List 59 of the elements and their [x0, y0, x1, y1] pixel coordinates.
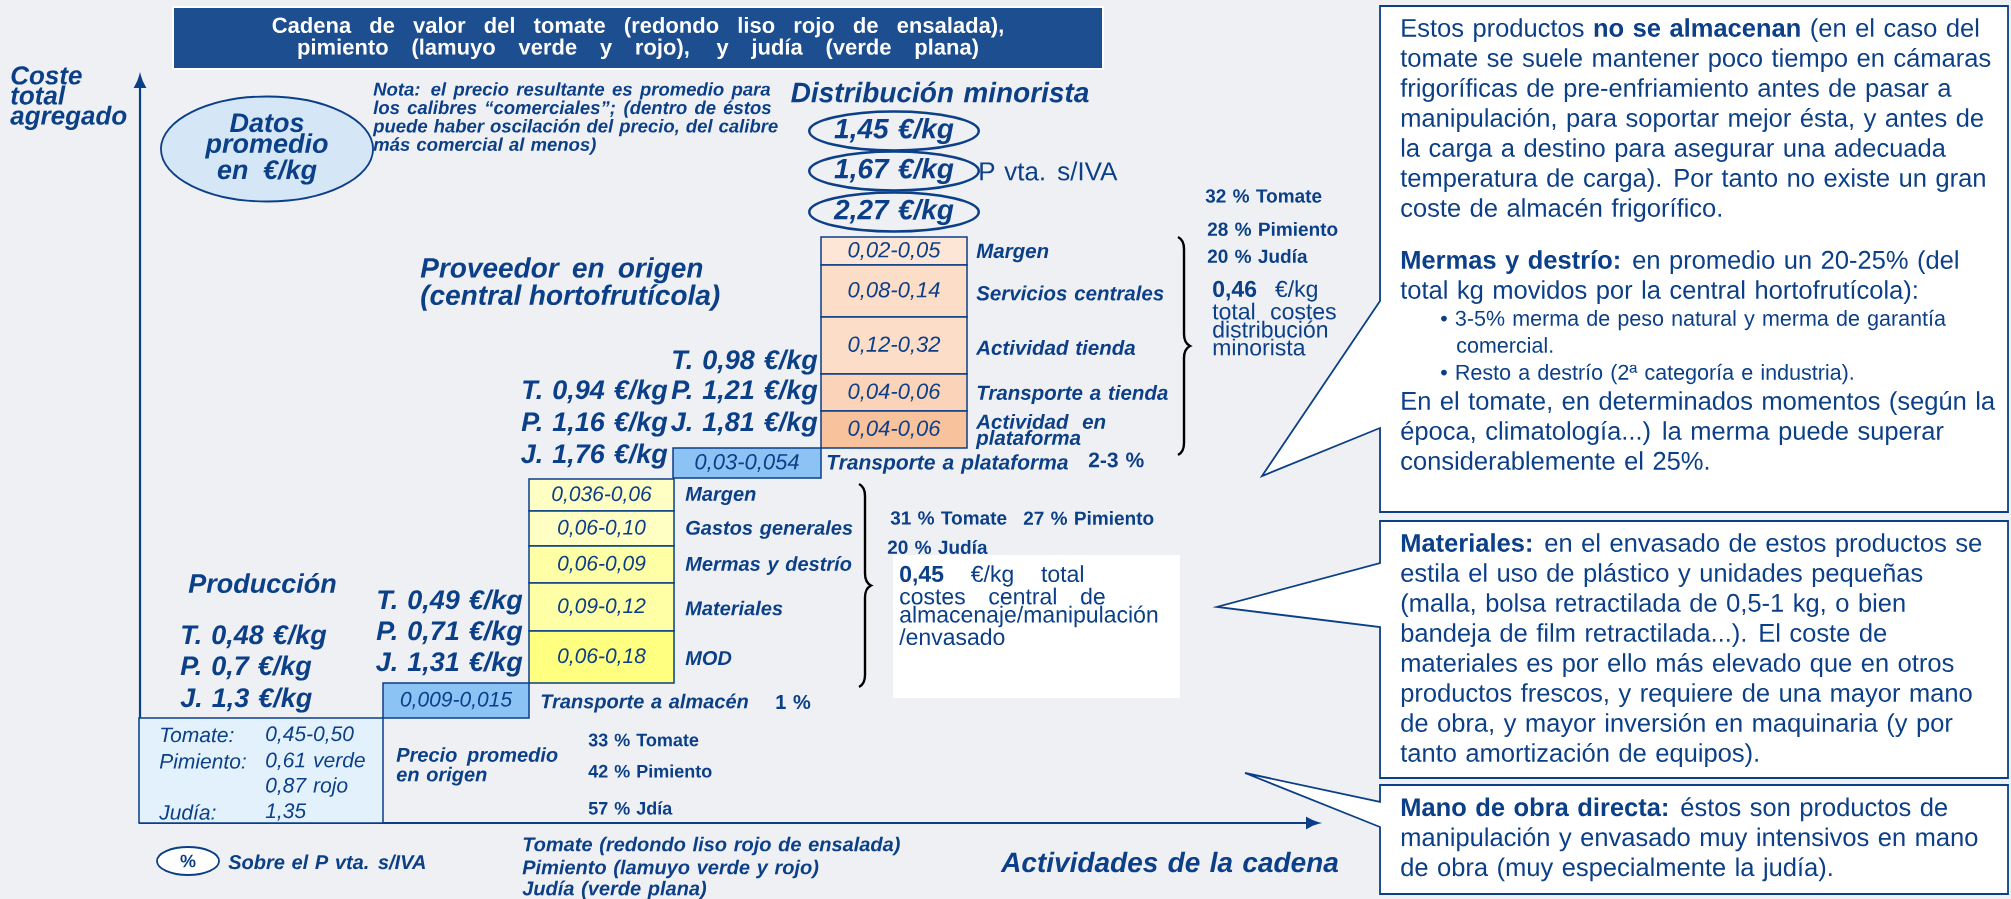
stage-heading: Proveedor en origen (central hortofrutícola): [420, 257, 720, 311]
price-label: P. 0,7 €/kg: [180, 655, 312, 681]
cost-label: Servicios centrales: [976, 285, 1164, 301]
cost-label: Transporte a tienda: [977, 384, 1168, 405]
cost-label: Actividad en plataforma: [975, 413, 1106, 450]
stage-heading: Producción: [188, 572, 336, 594]
price-label: P. 0,71 €/kg: [376, 620, 523, 646]
price-label: P. 1,16 €/kg: [521, 411, 668, 437]
total-cost-box: 0,45 €/kg total costes central de almacenaje/manipulación /envasado: [893, 555, 1180, 698]
price-label: T. 0,48 €/kg: [182, 624, 327, 650]
cost-box: 0,08-0,14: [820, 264, 968, 318]
stage-heading: Distribución minorista: [791, 81, 1089, 103]
cost-label: Actividad tienda: [975, 339, 1136, 355]
cost-label: Margen: [976, 243, 1049, 263]
price-label: T. 0,49 €/kg: [378, 589, 523, 615]
cost-label: Transporte a plataforma: [827, 454, 1068, 474]
cost-box: 0,036-0,06: [528, 478, 675, 512]
product-label: Judía (verde plana): [522, 880, 707, 899]
cost-box: 0,04-0,06: [820, 410, 968, 449]
product-label: Pimiento (lamuyo verde y rojo): [522, 859, 819, 879]
cost-label: Materiales: [685, 600, 783, 616]
cost-label: Margen: [685, 487, 756, 505]
origin-price-box: Tomate: 0,45-0,50 Pimiento: 0,61 verde 0,87 rojo Judía: 1,35: [138, 717, 384, 824]
percent-label: 27 % Pimiento: [1023, 511, 1154, 525]
axis-title: Coste total agregado: [10, 66, 127, 130]
percent-label: 31 % Tomate: [890, 511, 1007, 525]
cost-box: 0,04-0,06: [820, 373, 968, 412]
transport-box: 0,009-0,015: [382, 682, 530, 719]
transport-box: 0,03-0,054: [672, 447, 822, 479]
price-label: T. 0,98 €/kg: [673, 349, 818, 375]
legend-text: Sobre el P vta. s/IVA: [228, 854, 425, 870]
percent-label: 57 % Jdía: [588, 801, 673, 815]
price-label: J. 1,3 €/kg: [180, 687, 312, 713]
note-text: Nota: el precio resultante es promedio para los calibres “comerciales”; (dentro de éstos puede haber oscilación del precio, del calibre más comercial al menos): [372, 82, 778, 155]
price-label: J. 1,81 €/kg: [671, 411, 818, 437]
cost-label: MOD: [685, 650, 732, 666]
callout-box: Materiales: en el envasado de estos productos se estila el uso de plástico y unidades pequeñas (malla, bolsa retractilada de 0,5-1 kg, o bien bandeja de film retractilada...). El coste de materiales es por ello más elevado que en otros productos frescos, y requiere de una mayor mano de obra, y mayor inversión en maquinaria (y por tanto amortización de equipos).: [1212, 520, 2009, 779]
percent-label: 42 % Pimiento: [588, 764, 712, 778]
cost-box: 0,09-0,12: [528, 582, 675, 632]
row-label: Precio promedio en origen: [396, 747, 558, 786]
cost-box: 0,02-0,05: [820, 236, 968, 266]
cost-box: 0,06-0,10: [528, 510, 675, 547]
cost-label: Gastos generales: [686, 520, 853, 539]
percent-label: 33 % Tomate: [588, 733, 699, 747]
cost-box: 0,06-0,09: [528, 545, 675, 584]
price-label: J. 1,31 €/kg: [376, 651, 523, 677]
price-label: J. 1,76 €/kg: [521, 443, 668, 469]
price-label: T. 0,94 €/kg: [523, 379, 668, 405]
product-label: Tomate (redondo liso rojo de ensalada): [523, 836, 900, 856]
percent-label: 1 %: [776, 694, 811, 710]
price-label: P. 1,21 €/kg: [671, 379, 818, 405]
cost-box: 0,06-0,18: [528, 630, 675, 684]
percent-label: 2-3 %: [1088, 452, 1144, 468]
cost-label: Transporte a almacén: [541, 693, 748, 713]
cost-label: Mermas y destrío: [685, 556, 852, 575]
node-label: Mano de obra directa: éstos son productos de manipulación y envasado muy intensivos en mano de obra (muy especialmente la judía).: [1401, 797, 1978, 882]
price-note: P vta. s/IVA: [980, 161, 1118, 181]
cost-box: 0,12-0,32: [820, 316, 968, 375]
title-banner: Cadena de valor del tomate (redondo liso rojo de ensalada), pimiento (lamuyo verde y rojo), y judía (verde plana): [172, 6, 1104, 70]
